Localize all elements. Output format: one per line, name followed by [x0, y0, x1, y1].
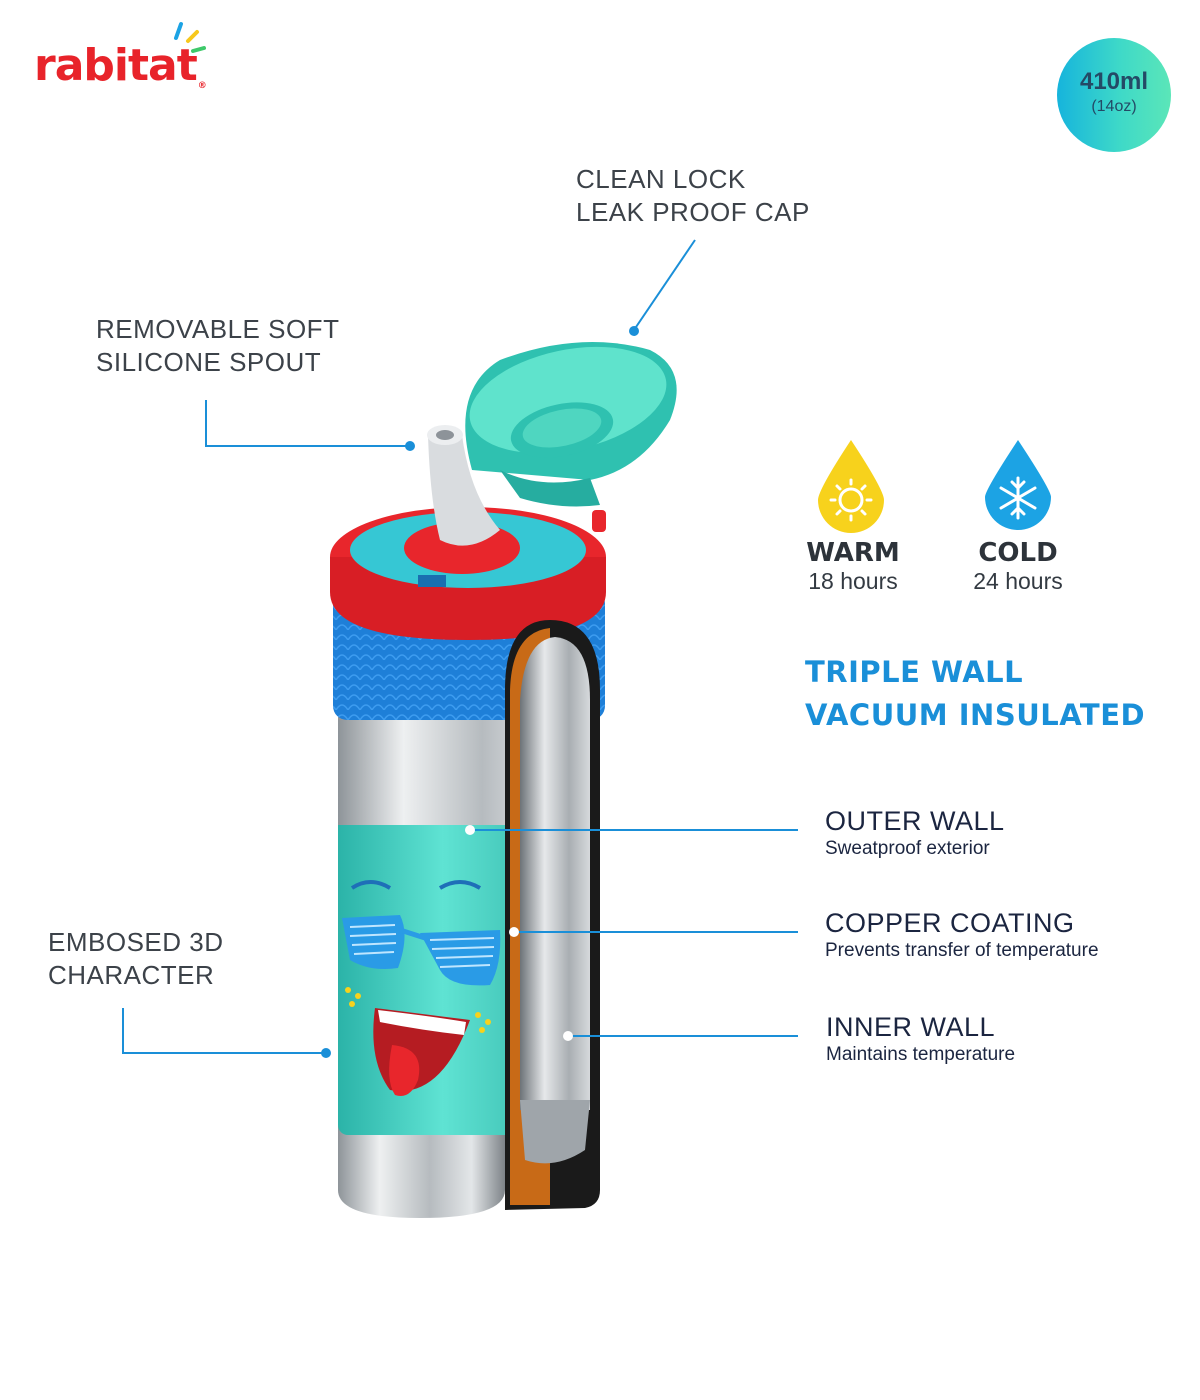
sun-drop-icon [818, 440, 884, 533]
warm-duration: 18 hours [808, 568, 898, 594]
outer-wall-title: OUTER WALL [825, 806, 1005, 836]
brand-registered-mark: ® [197, 81, 207, 91]
brand-name: rabitat [34, 40, 198, 91]
inner-wall-title: INNER WALL [826, 1012, 996, 1042]
character-callout-line1: EMBOSED 3D [48, 927, 224, 957]
capacity-badge: 410ml (14oz) [1057, 38, 1171, 152]
cold-duration: 24 hours [973, 568, 1063, 594]
inner-wall-subtitle: Maintains temperature [826, 1044, 1016, 1065]
insulation-line1: TRIPLE WALL [805, 655, 1024, 689]
leader-character [122, 1008, 331, 1058]
spout-callout: REMOVABLE SOFT SILICONE SPOUT [96, 313, 339, 379]
spout-callout-line1: REMOVABLE SOFT [96, 314, 340, 344]
copper-coating-spec: COPPER COATING Prevents transfer of temp… [825, 907, 1099, 963]
character-callout-line2: CHARACTER [48, 960, 215, 990]
insulation-heading: TRIPLE WALL VACUUM INSULATED [805, 651, 1145, 737]
leader-spout [205, 400, 415, 451]
silicone-spout [427, 425, 500, 546]
cold-title: COLD [978, 538, 1058, 568]
outer-wall-subtitle: Sweatproof exterior [825, 838, 990, 859]
cold-block: COLD 24 hours [963, 538, 1073, 595]
capacity-ounces: (14oz) [1091, 98, 1137, 115]
cap-callout-line2: LEAK PROOF CAP [576, 197, 810, 227]
copper-coating-subtitle: Prevents transfer of temperature [825, 940, 1099, 961]
cap-callout-line1: CLEAN LOCK [576, 164, 746, 194]
character-callout: EMBOSED 3D CHARACTER [48, 926, 224, 992]
logo-sparkle-icon [174, 22, 206, 53]
copper-coating-title: COPPER COATING [825, 908, 1075, 938]
outer-wall-spec: OUTER WALL Sweatproof exterior [825, 805, 1005, 861]
cap-callout: CLEAN LOCK LEAK PROOF CAP [576, 163, 810, 229]
spout-callout-line2: SILICONE SPOUT [96, 347, 322, 377]
leader-cap [629, 239, 696, 336]
bottle-cutaway [505, 620, 600, 1210]
insulation-line2: VACUUM INSULATED [805, 698, 1146, 732]
character-face [342, 880, 501, 1096]
leak-proof-cap [465, 342, 677, 507]
leader-inner-wall [563, 1031, 798, 1041]
inner-wall-spec: INNER WALL Maintains temperature [826, 1011, 1015, 1067]
warm-block: WARM 18 hours [803, 538, 903, 595]
brand-logo: rabitat® [34, 40, 207, 91]
snowflake-drop-icon [985, 440, 1051, 530]
leader-copper-coating [509, 927, 798, 937]
capacity-volume: 410ml [1079, 68, 1149, 95]
warm-title: WARM [806, 538, 900, 568]
leader-outer-wall [465, 825, 798, 835]
